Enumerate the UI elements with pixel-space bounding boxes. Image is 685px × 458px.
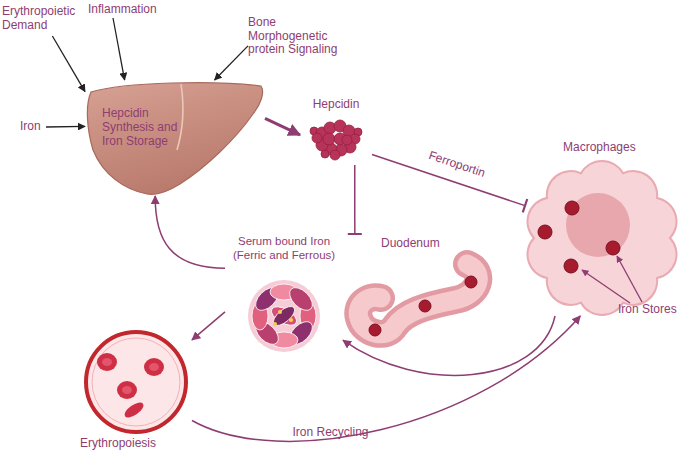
text-node: Erythropoietic Demand [2,4,86,36]
node-label: Duodenum [381,236,461,250]
vessel-inner [92,338,180,426]
red-blood-cell [144,358,164,376]
node-label: Erythropoietic Demand [2,4,86,32]
iron-atom [278,310,282,314]
illustrated-node: Hepcidin [300,95,372,165]
arrow-connector [46,126,85,128]
iron-atom [289,318,293,322]
illustrated-node: Serum bound Iron (Ferric and Ferrous) [225,234,343,352]
illustrated-node: Erythropoiesis [78,330,192,454]
macrophage-nucleus [566,193,630,257]
callout-label: Iron Stores [618,302,677,316]
hepcidin-bead [312,133,322,143]
node-label: Erythropoiesis [80,436,180,450]
node-label: Hepcidin Synthesis and Iron Storage [102,106,190,148]
red-blood-cell-center [122,386,132,394]
macrophage-cell [527,161,676,315]
node-label: Iron [20,119,46,134]
inhibition-connector [354,165,356,234]
iron-store-dots [538,201,620,273]
text-node: Iron [20,119,46,135]
ferritin-ribbon [268,303,299,329]
hepcidin-bead [342,135,352,145]
node-label: Bone Morphogenetic protein Signaling [248,16,338,57]
erythropoiesis-illustration [78,330,192,454]
ferritin-core [248,280,320,352]
red-blood-cell-center [149,363,159,371]
arrow-connector [265,118,300,135]
red-blood-cells [97,353,164,420]
hepcidin-bead [321,150,329,158]
illustrated-node: Hepcidin Synthesis and Iron Storage [85,80,265,196]
illustrated-node: Duodenum [345,234,485,344]
node-label: Inflammation [88,2,188,17]
arrow-connector [155,196,225,268]
duodenum-iron [369,276,477,336]
red-blood-cell [97,353,117,371]
duodenum-illustration [345,234,485,344]
node-label: Serum bound Iron (Ferric and Ferrous) [225,234,343,262]
ferritin-ribbon [270,303,298,329]
ferritin-iron-atoms [273,310,293,326]
iron-dot [465,276,477,288]
red-blood-cell [117,381,137,399]
hepcidin-bead [330,150,340,160]
arrow-connector [113,18,125,80]
edge-label: Ferroportin [426,148,486,180]
ferritin-ribbons [251,283,316,348]
vessel-section [86,332,186,432]
iron-dot [538,225,552,239]
liver-lobe-seam [177,84,183,150]
liver-shape [87,83,262,195]
iron-dot [564,259,578,273]
edge-label: Iron Recycling [292,425,368,439]
macrophage-illustration [525,138,683,316]
text-node: Bone Morphogenetic protein Signaling [248,14,338,72]
hepcidin-cluster [310,120,362,160]
node-label: Hepcidin [300,97,372,111]
illustrated-node: Macrophages [525,138,683,316]
node-label: Macrophages [563,140,653,154]
iron-dot [606,241,620,255]
text-node: Inflammation [88,2,188,18]
hepcidin-bead [323,133,335,145]
duodenum-lumen [358,264,478,334]
arrow-connector [52,36,85,92]
iron-dot [565,201,579,215]
iron-atom [273,322,277,326]
red-blood-cell [122,400,146,421]
arrow-connector [215,46,248,80]
duodenum-wall [358,264,478,334]
arrow-connector [192,312,225,340]
red-blood-cell-center [102,358,112,366]
iron-dot [419,300,431,312]
iron-dot [369,324,381,336]
